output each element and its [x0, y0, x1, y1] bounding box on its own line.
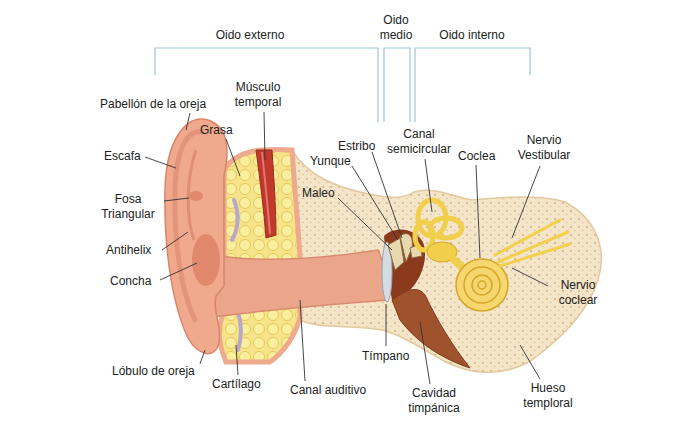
section-label: Oido interno — [439, 28, 504, 43]
part-label: Canal auditivo — [290, 383, 366, 398]
part-label: Hueso temploral — [517, 381, 579, 411]
section-brackets — [155, 48, 530, 122]
part-label: Pabellón de la oreja — [100, 97, 206, 112]
triangular-fossa — [189, 191, 203, 201]
leader-line — [372, 152, 402, 238]
part-label: Grasa — [200, 123, 233, 138]
cochlear-nerve — [500, 244, 570, 266]
cochlea-turn — [478, 281, 486, 289]
pinna — [165, 119, 227, 354]
middle-ear-bracket — [384, 48, 410, 122]
leader-line — [186, 113, 190, 130]
helix-groove — [175, 132, 204, 322]
ear-canal — [198, 250, 388, 318]
temporal-muscle — [256, 150, 276, 238]
cochlea-turn — [464, 267, 500, 303]
cartilage-strip — [238, 312, 241, 350]
fat-tissue — [219, 149, 300, 362]
muscle-stripe — [262, 152, 270, 234]
nerves — [495, 220, 570, 266]
leader-line — [300, 300, 305, 381]
part-label: Maleo — [302, 186, 335, 201]
leader-line — [520, 345, 540, 379]
section-label: Oido externo — [216, 28, 285, 43]
cochlea-turn — [472, 275, 492, 295]
inner-ear-bracket — [415, 48, 530, 122]
leader-line — [264, 112, 265, 160]
leader-line — [164, 198, 189, 201]
section-label: Oido medio — [374, 13, 418, 43]
concha-bowl — [192, 234, 220, 286]
leader-line — [338, 198, 392, 250]
leader-line — [425, 159, 432, 212]
part-label: Antihelix — [106, 243, 151, 258]
part-label: Fosa Triangular — [92, 192, 164, 222]
part-label: Músculo temporal — [226, 80, 290, 110]
part-label: Cavidad timpánica — [398, 386, 470, 416]
leader-line — [512, 268, 548, 286]
leader-line — [352, 166, 398, 240]
part-label: Coclea — [458, 149, 495, 164]
leader-line — [236, 345, 238, 375]
part-label: Escafa — [104, 149, 141, 164]
part-label: Canal semicircular — [378, 127, 460, 157]
leader-line — [226, 139, 240, 176]
part-label: Estribo — [338, 139, 375, 154]
leader-line — [476, 165, 480, 258]
leader-line — [420, 322, 430, 384]
part-label: Lóbulo de oreja — [112, 364, 195, 379]
part-label: Tímpano — [362, 349, 409, 364]
leader-line — [512, 166, 540, 238]
leader-line — [160, 263, 197, 280]
part-label: Nervio Vestibular — [508, 133, 580, 163]
leader-line — [200, 350, 205, 364]
cartilage-strip — [232, 200, 238, 240]
leader-line — [386, 304, 387, 346]
leader-line — [145, 157, 176, 168]
part-label: Yunque — [310, 154, 351, 169]
leader-line — [162, 232, 188, 250]
part-label: Concha — [110, 274, 151, 289]
part-label: Nervio coclear — [547, 278, 609, 308]
part-label: Cartílago — [212, 377, 261, 392]
